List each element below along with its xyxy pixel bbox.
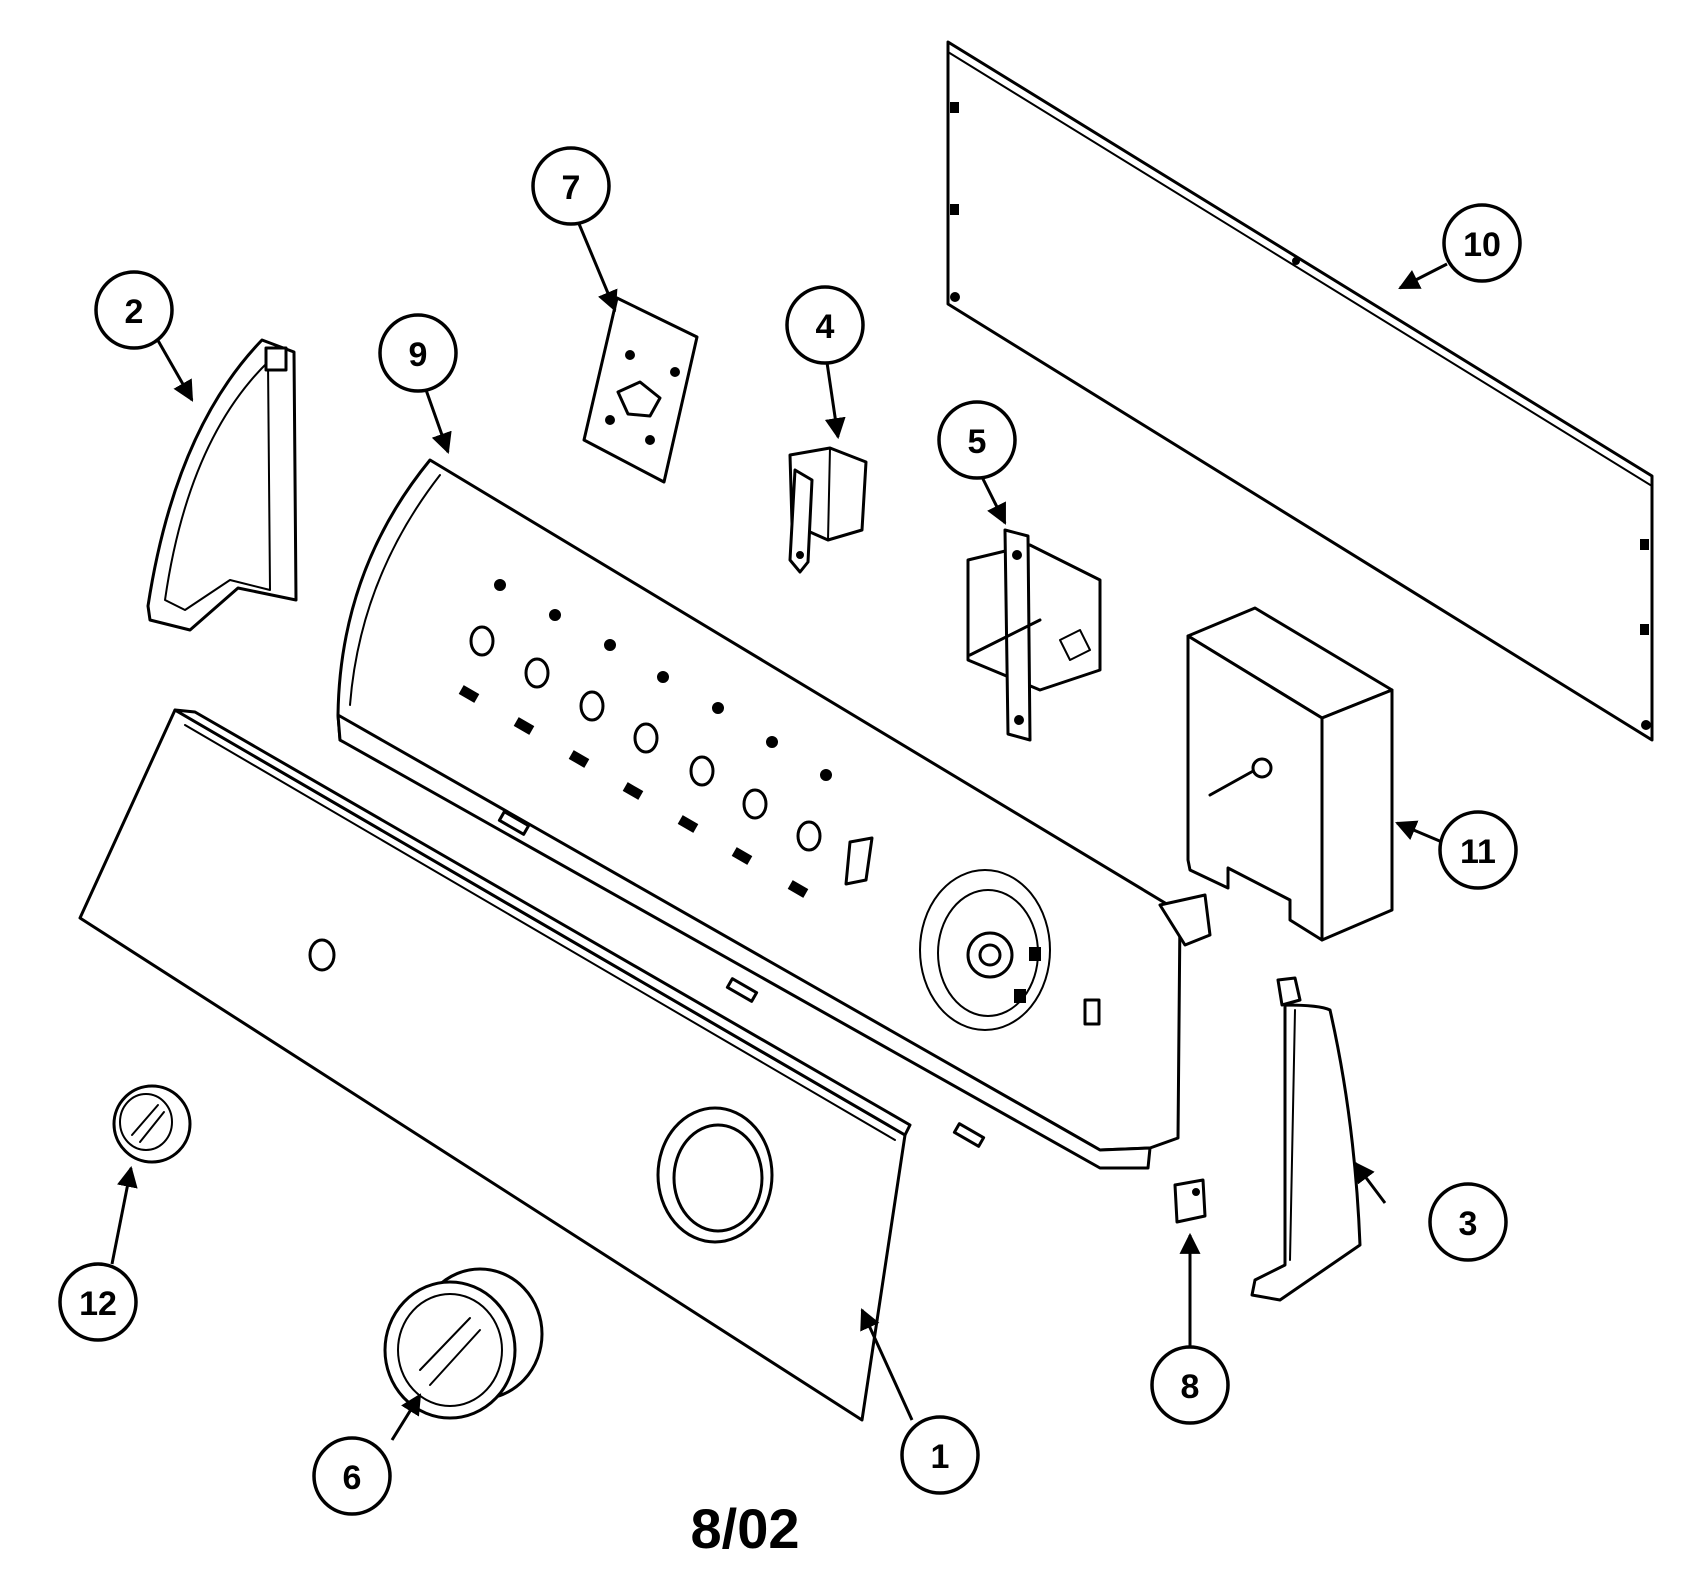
left-end-cap-part-2 <box>146 338 298 632</box>
callout-12: 12 <box>58 1262 138 1342</box>
timer-box-part-11 <box>1186 606 1394 942</box>
callout-4-label: 4 <box>816 308 835 346</box>
large-knob-part-6 <box>383 1267 544 1420</box>
callout-1-label: 1 <box>931 1438 950 1476</box>
callout-3-label: 3 <box>1459 1205 1478 1243</box>
callout-3: 3 <box>1428 1182 1508 1262</box>
bracket-plate-part-7 <box>582 296 699 484</box>
small-knob-part-12 <box>112 1084 192 1164</box>
callout-5-label: 5 <box>968 423 987 461</box>
date-code: 8/02 <box>691 1497 800 1560</box>
callout-6: 6 <box>312 1436 392 1516</box>
callout-5: 5 <box>937 400 1017 480</box>
callout-2-label: 2 <box>125 293 144 331</box>
callout-9: 9 <box>378 313 458 393</box>
callout-2: 2 <box>94 270 174 350</box>
callout-10: 10 <box>1442 203 1522 283</box>
callout-7-label: 7 <box>562 169 581 207</box>
callout-7: 7 <box>531 146 611 226</box>
rotary-switch-part-5 <box>966 528 1102 742</box>
rear-panel-part-10 <box>946 40 1654 742</box>
callout-10-label: 10 <box>1463 226 1501 264</box>
control-panel-part-9 <box>336 458 1212 1170</box>
callout-9-label: 9 <box>409 336 428 374</box>
front-panel-part-1 <box>78 708 986 1422</box>
callout-8: 8 <box>1150 1345 1230 1425</box>
callout-1: 1 <box>900 1415 980 1495</box>
callout-6-label: 6 <box>343 1459 362 1497</box>
right-end-cap-part-3 <box>1250 976 1362 1302</box>
callout-12-label: 12 <box>79 1285 117 1323</box>
callout-4: 4 <box>785 285 865 365</box>
callout-11-label: 11 <box>1460 833 1496 871</box>
switch-part-4 <box>788 446 868 574</box>
callout-8-label: 8 <box>1181 1368 1200 1406</box>
callout-11: 11 <box>1438 810 1518 890</box>
clip-part-8 <box>1173 1178 1207 1224</box>
